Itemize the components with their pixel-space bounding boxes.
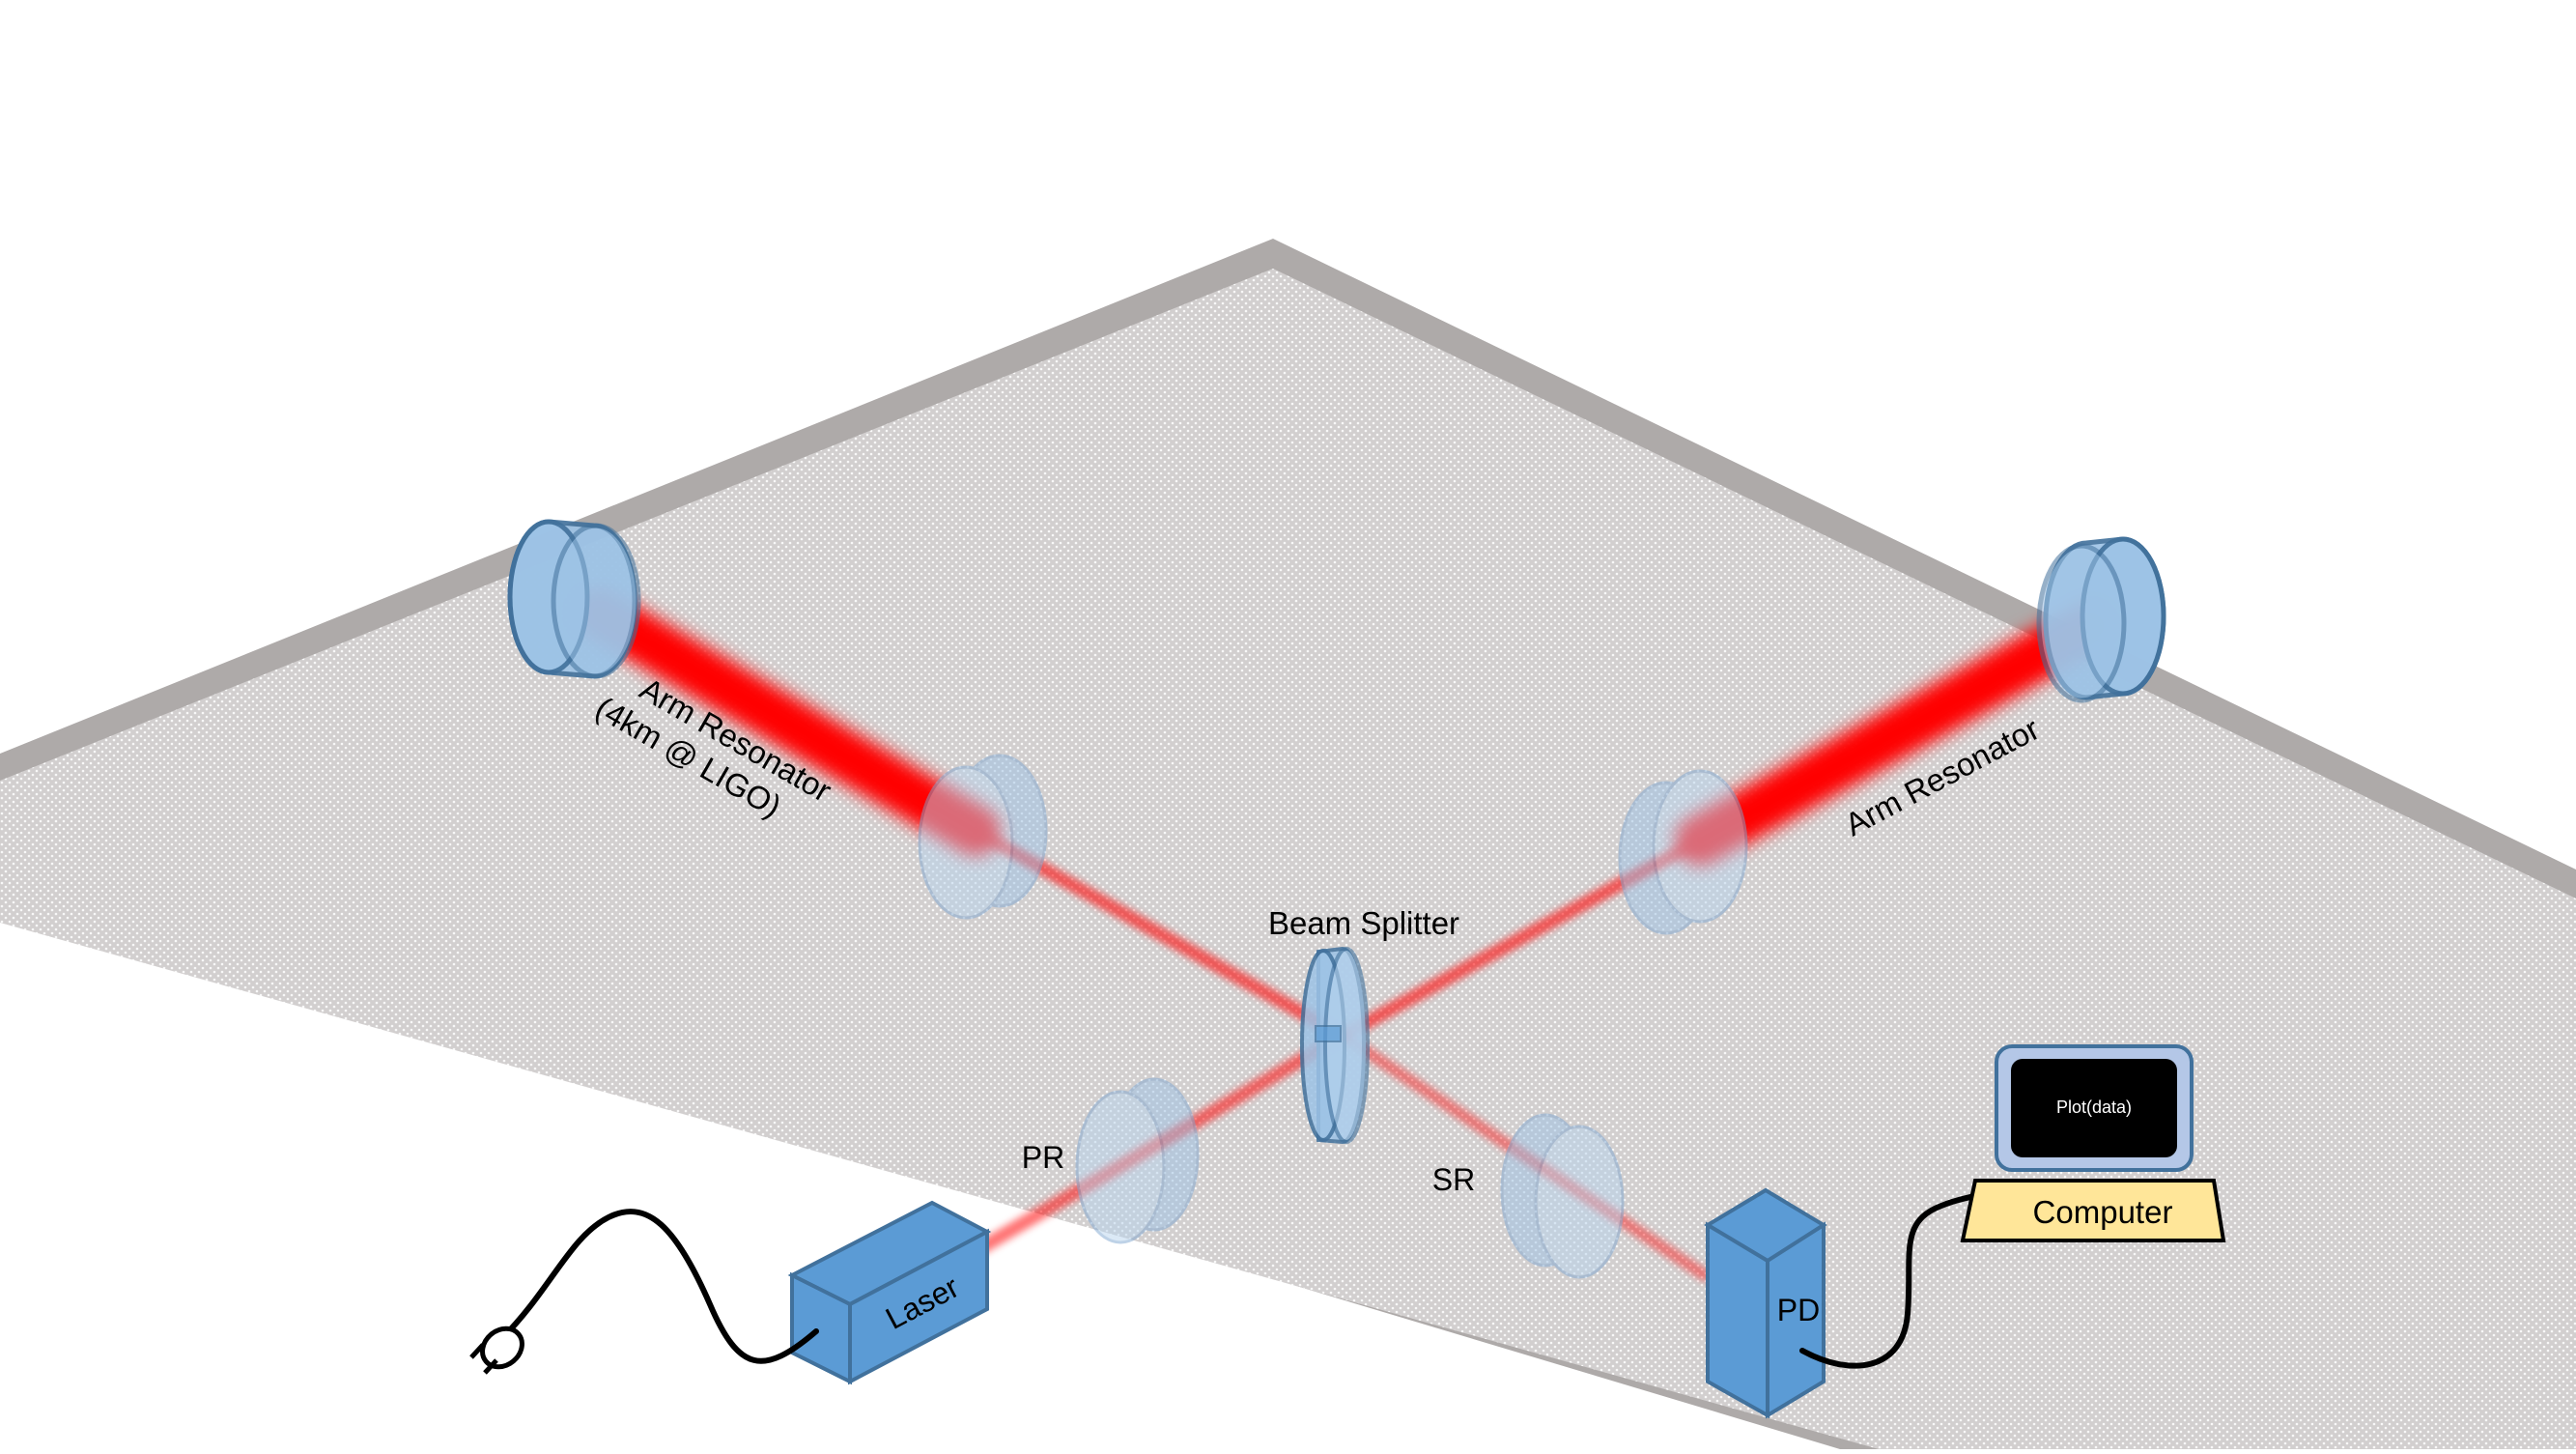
monitor-screen [2011, 1059, 2177, 1157]
laser-right-face [848, 1228, 989, 1385]
beam-right-arm [1675, 601, 2116, 866]
beam-splitter [1300, 946, 1370, 1145]
power-cord [499, 1209, 819, 1364]
signal-cable [1799, 1193, 1975, 1369]
computer-label: Computer [2033, 1194, 2173, 1230]
input-test-mass-left [918, 754, 1048, 920]
screen-text: Plot(data) [2056, 1098, 2132, 1117]
computer: Plot(data) Computer [1960, 1044, 2226, 1242]
end-test-mass-right [2036, 536, 2166, 703]
photodetector: PD [1704, 1187, 1827, 1419]
input-test-mass-right [1618, 769, 1748, 935]
laser-beams [574, 588, 2116, 1281]
pr-label: PR [1022, 1140, 1064, 1175]
optical-table [0, 239, 2576, 1449]
computer-base [1960, 1179, 2226, 1242]
pd-left-face [1706, 1221, 1769, 1419]
signal-recycling-mirror [1500, 1113, 1625, 1279]
table-surface [0, 269, 2576, 1449]
beam-splitter-label: Beam Splitter [1268, 905, 1459, 941]
laser: Laser [787, 1200, 992, 1385]
end-test-mass-left [507, 519, 641, 679]
power-plug-icon [469, 1326, 524, 1375]
pd-right-face [1766, 1221, 1826, 1419]
power-recycling-mirror [1075, 1077, 1200, 1244]
pd-label: PD [1777, 1293, 1820, 1327]
sr-label: SR [1432, 1162, 1475, 1197]
beam-left-arm [574, 588, 1001, 856]
